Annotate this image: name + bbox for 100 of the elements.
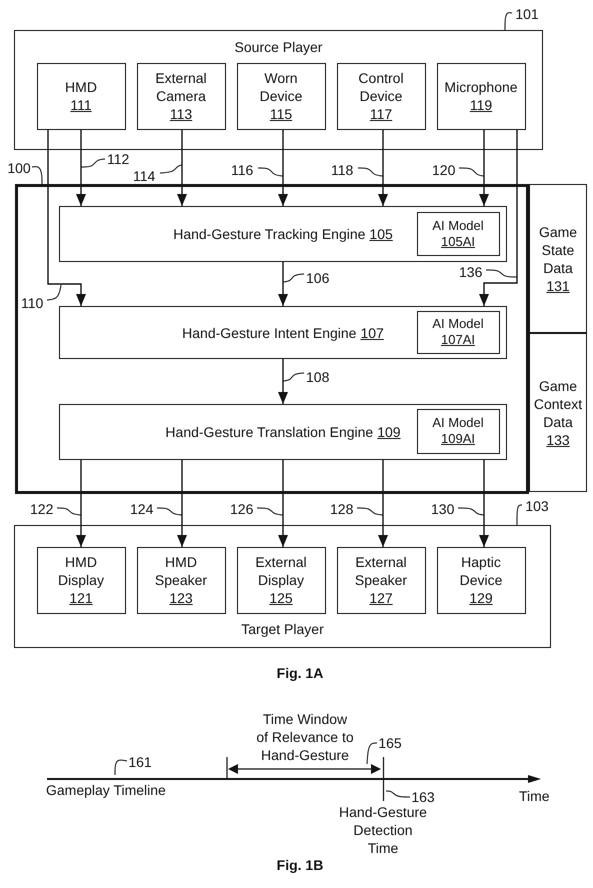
model-box xyxy=(416,212,500,256)
model-label: AI Model xyxy=(432,415,484,431)
reference-number: 101 xyxy=(512,5,542,22)
model-box xyxy=(416,408,500,454)
figure-caption: Fig. 1A xyxy=(276,664,324,682)
component-box xyxy=(36,546,126,614)
engine-box xyxy=(59,206,507,262)
reference-number: 107AI xyxy=(441,332,475,348)
edge-label: 114 xyxy=(133,167,156,185)
player-panel xyxy=(14,30,543,150)
model-label: AI Model xyxy=(432,316,484,332)
reference-number: 119 xyxy=(470,96,492,114)
component-box xyxy=(436,546,526,614)
component-box xyxy=(236,62,326,130)
component-label: Haptic Device xyxy=(458,553,504,589)
engine-label: Hand-Gesture Translation Engine xyxy=(165,423,374,441)
component-box xyxy=(136,546,226,614)
component-label: Game Context Data xyxy=(534,376,582,430)
axis-label: Gameplay Timeline xyxy=(46,781,166,799)
engine-box xyxy=(59,306,507,359)
edge-label: 106 xyxy=(306,269,330,287)
panel-title: Source Player xyxy=(234,39,322,55)
component-box xyxy=(136,62,226,130)
component-label: Game State Data xyxy=(538,222,578,276)
reference-number: 125 xyxy=(269,589,293,607)
reference-number: 107 xyxy=(360,324,384,342)
leader-line xyxy=(114,760,128,776)
reference-number: 117 xyxy=(370,105,392,123)
dimension-line xyxy=(228,764,381,774)
arrow xyxy=(76,130,86,206)
edge-label: 124 xyxy=(130,500,154,518)
reference-number: 111 xyxy=(70,96,92,114)
reference-number: 100 xyxy=(6,159,32,176)
component-box xyxy=(336,546,426,614)
leader-line xyxy=(386,790,410,798)
component-box xyxy=(36,62,126,130)
data-store-box xyxy=(529,333,587,492)
reference-number: 103 xyxy=(522,497,552,514)
arrow xyxy=(479,460,489,547)
reference-number: 131 xyxy=(546,276,570,294)
reference-number: 105 xyxy=(369,225,393,243)
component-box xyxy=(236,546,326,614)
arrow xyxy=(278,262,288,306)
arrow xyxy=(47,130,86,306)
figure-caption: Fig. 1B xyxy=(276,856,324,874)
reference-number: 163 xyxy=(410,788,436,805)
window-label: Time Window of Relevance to Hand-Gesture xyxy=(256,710,354,764)
leader-line xyxy=(516,504,522,526)
component-label: HMD Speaker xyxy=(154,553,208,589)
timeline-axis xyxy=(47,775,541,783)
component-label: External Display xyxy=(254,553,308,589)
arrow xyxy=(378,460,388,547)
component-label: Control Device xyxy=(357,69,405,105)
arrow xyxy=(278,359,288,404)
component-label: External Speaker xyxy=(354,553,408,589)
arrow xyxy=(177,130,187,206)
reference-number: 129 xyxy=(469,589,493,607)
edge-label: 122 xyxy=(30,500,54,518)
arrow xyxy=(378,130,388,206)
edge-label: 136 xyxy=(459,263,482,281)
system-frame xyxy=(15,184,529,494)
reference-number: 133 xyxy=(546,430,570,448)
reference-number: 109AI xyxy=(441,431,475,447)
reference-number: 109 xyxy=(377,423,401,441)
arrow xyxy=(479,130,489,206)
edge-label: 112 xyxy=(107,150,130,168)
edge-label: 118 xyxy=(331,161,354,179)
edge-label: 128 xyxy=(330,500,354,518)
arrow xyxy=(76,460,86,547)
component-label: Microphone xyxy=(444,78,518,96)
arrow xyxy=(278,130,288,206)
leader-line xyxy=(504,12,512,30)
data-store-box xyxy=(529,184,587,333)
edge-label: 110 xyxy=(21,294,44,312)
engine-label: Hand-Gesture Intent Engine xyxy=(182,324,356,342)
detection-marker xyxy=(381,757,386,801)
reference-number: 123 xyxy=(169,589,193,607)
edge-label: 120 xyxy=(432,161,456,179)
panel-title: Target Player xyxy=(241,621,324,637)
edge-label: 116 xyxy=(231,161,254,179)
engine-box xyxy=(59,404,507,460)
component-label: External Camera xyxy=(154,69,208,105)
reference-number: 127 xyxy=(369,589,393,607)
component-label: Worn Device xyxy=(258,69,304,105)
marker-label: Hand-Gesture Detection Time xyxy=(338,803,428,857)
leader-line xyxy=(32,166,42,184)
component-label: HMD Display xyxy=(57,553,105,589)
player-panel xyxy=(14,525,551,648)
component-box xyxy=(336,62,426,130)
model-label: AI Model xyxy=(432,218,484,234)
axis-label: Time xyxy=(519,787,550,805)
reference-number: 115 xyxy=(270,105,292,123)
arrow xyxy=(479,130,518,306)
reference-number: 165 xyxy=(377,734,403,751)
reference-number: 121 xyxy=(69,589,93,607)
arrow xyxy=(177,460,187,547)
reference-number: 113 xyxy=(170,105,192,123)
arrow xyxy=(278,460,288,547)
engine-label: Hand-Gesture Tracking Engine xyxy=(173,225,366,243)
reference-number: 105AI xyxy=(441,234,475,250)
